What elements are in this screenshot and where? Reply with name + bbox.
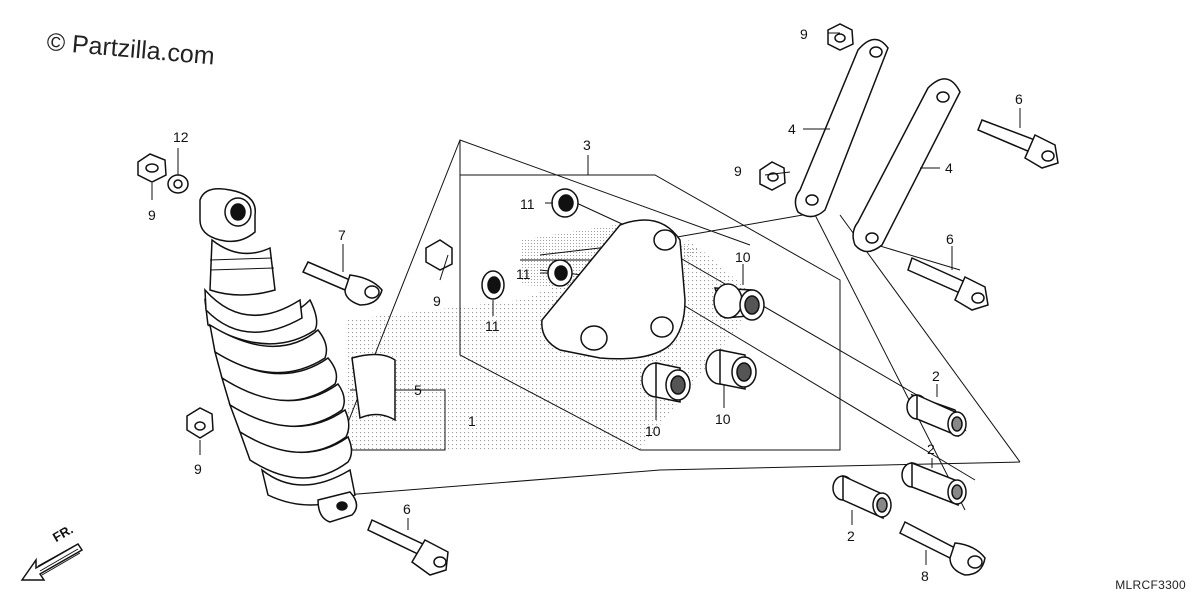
part-9-nut-b (425, 239, 453, 271)
callout-9: 9 (734, 163, 742, 179)
part-9-nut-d (827, 23, 854, 51)
callout-1: 1 (468, 413, 476, 429)
part-11-seal-a (551, 188, 579, 218)
part-9-nut-e (759, 161, 786, 191)
front-arrow-icon (20, 543, 84, 581)
callout-11: 11 (516, 266, 531, 282)
callout-6: 6 (403, 501, 411, 517)
part-10-bearing-a (713, 283, 765, 321)
part-12-washer (167, 174, 189, 194)
callout-2: 2 (927, 441, 935, 457)
callout-9: 9 (148, 207, 156, 223)
callout-2: 2 (847, 528, 855, 544)
part-1-shock-absorber (199, 188, 358, 523)
callout-11: 11 (485, 318, 500, 334)
callout-4: 4 (945, 160, 953, 176)
part-9-nut-c (186, 407, 214, 439)
diagram-code: MLRCF3300 (1115, 578, 1186, 592)
part-6-bolt-top (977, 119, 1059, 169)
part-7-bolt (301, 261, 383, 306)
callout-10: 10 (715, 411, 731, 427)
callout-7: 7 (338, 227, 346, 243)
callout-9: 9 (800, 26, 808, 42)
callout-5: 5 (414, 382, 422, 398)
callout-9: 9 (194, 461, 202, 477)
leader-lines (151, 32, 1021, 565)
callout-6: 6 (946, 231, 954, 247)
part-5-plate (351, 353, 396, 422)
callout-8: 8 (921, 568, 929, 584)
callout-2: 2 (932, 368, 940, 384)
part-11-seal-b (547, 259, 573, 287)
callout-10: 10 (645, 423, 661, 439)
part-8-bolt (899, 520, 986, 576)
part-6-bolt-mid (907, 256, 989, 311)
part-4-rod-b (852, 78, 961, 253)
callout-9: 9 (433, 293, 441, 309)
part-2-collar-c (832, 474, 892, 520)
callout-4: 4 (788, 121, 796, 137)
callout-3: 3 (583, 137, 591, 153)
part-11-seal-c (481, 270, 505, 300)
part-2-collar-a (906, 393, 967, 438)
callout-12: 12 (173, 129, 189, 145)
callout-labels: 12 9 7 9 5 1 9 6 3 11 11 11 10 10 10 9 4… (148, 26, 1023, 584)
part-2-collar-b (901, 461, 967, 507)
part-3-link-arm (541, 219, 686, 360)
callout-11: 11 (520, 196, 535, 212)
callout-10: 10 (735, 249, 751, 265)
part-10-bearing-b (641, 362, 691, 403)
callout-6: 6 (1015, 91, 1023, 107)
part-10-bearing-c (705, 349, 757, 390)
part-9-nut-a (137, 153, 167, 183)
part-4-rod-a (794, 38, 889, 218)
part-6-bolt-lower (367, 518, 449, 576)
